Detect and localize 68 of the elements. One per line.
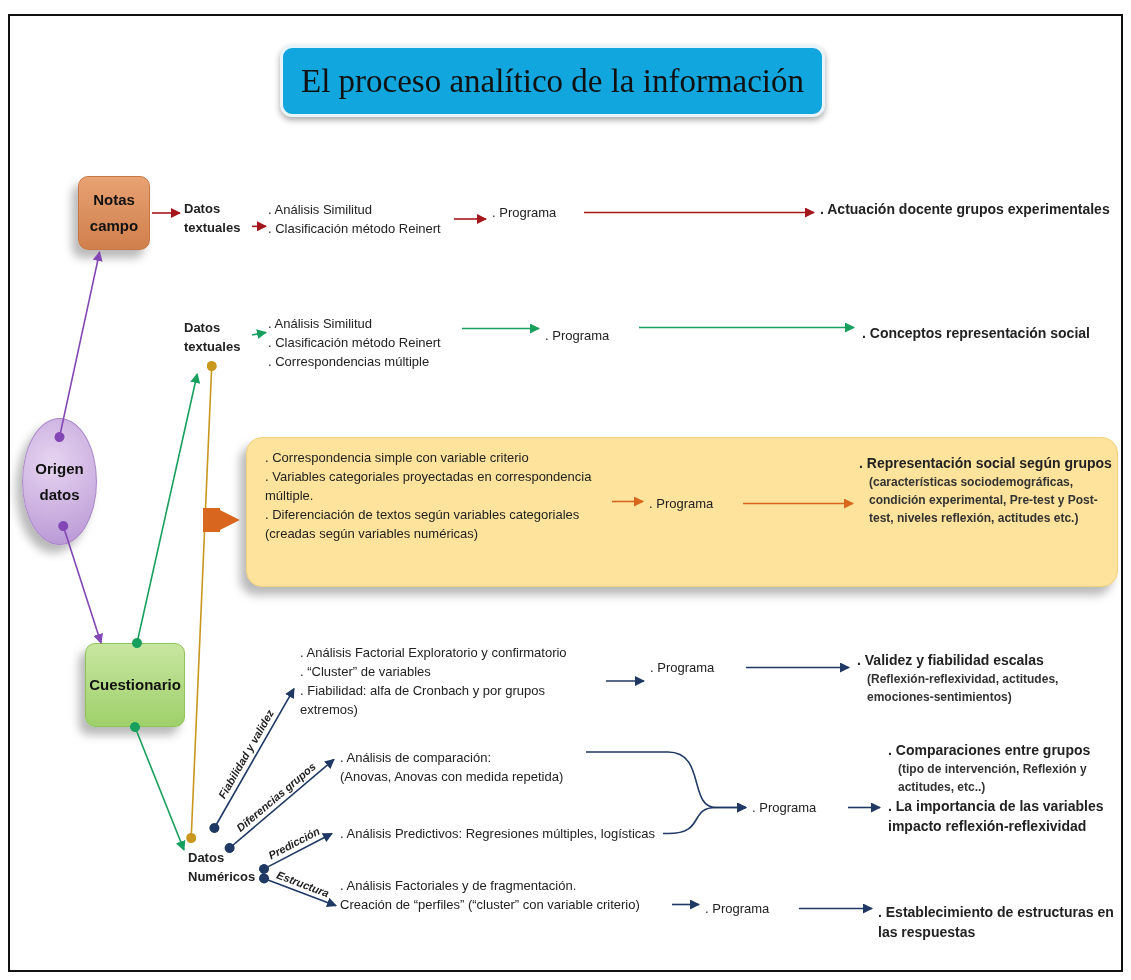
step-text: (Anovas, Anovas con medida repetida) bbox=[340, 768, 565, 786]
questionnaire-box bbox=[85, 643, 185, 727]
result-note: (tipo de intervención, Reflexión y actitudes, etc..) bbox=[897, 761, 1088, 796]
highlight-panel bbox=[246, 437, 1118, 587]
step-text: . Clasificación método Reinert bbox=[268, 220, 442, 238]
result-text: . Establecimiento de estructuras en las respuestas bbox=[878, 903, 1115, 942]
node-label: Origen datos bbox=[34, 458, 85, 505]
step-text: . Análisis Similitud bbox=[268, 201, 374, 219]
arrow bbox=[461, 323, 540, 334]
result-text: . Conceptos representación social bbox=[862, 324, 1091, 343]
title-banner: El proceso analítico de la información bbox=[280, 45, 825, 117]
arrow bbox=[209, 687, 295, 833]
origin-ellipse bbox=[22, 418, 97, 545]
result-text: . Comparaciones entre grupos bbox=[888, 741, 1092, 760]
arrow bbox=[132, 373, 201, 648]
step-text: . Correspondencias múltiple bbox=[268, 353, 431, 371]
arrow bbox=[662, 802, 747, 835]
arrow bbox=[151, 208, 181, 218]
arrow bbox=[453, 214, 487, 224]
result-text: . Validez y fiabilidad escalas bbox=[857, 651, 1045, 670]
step-text: . Programa bbox=[752, 799, 818, 817]
result-text: . Actuación docente grupos experimentales bbox=[820, 200, 1111, 219]
arrow bbox=[251, 329, 267, 339]
step-text: . Correspondencia simple con variable criterio bbox=[265, 449, 530, 467]
step-text: . Clasificación método Reinert bbox=[268, 334, 442, 352]
arrow bbox=[671, 899, 700, 910]
step-text: . Programa bbox=[649, 495, 715, 513]
step-text: . Programa bbox=[545, 327, 611, 345]
step-text: . Análisis Similitud bbox=[268, 315, 374, 333]
node-label: Datos textuales bbox=[184, 319, 242, 356]
step-text: . Análisis de comparación: bbox=[340, 749, 493, 767]
arrow bbox=[58, 520, 103, 644]
arrow bbox=[605, 676, 645, 686]
step-text: . Programa bbox=[650, 659, 716, 677]
arrow bbox=[742, 498, 854, 509]
result-text: . Representación social según grupos bbox=[859, 454, 1113, 473]
arrow bbox=[54, 251, 103, 443]
arrow bbox=[638, 322, 855, 333]
step-text: . Análisis Factorial Exploratorio y confirmatorio bbox=[300, 644, 568, 662]
node-label: Datos Numéricos bbox=[188, 849, 257, 886]
step-text: . Análisis Factoriales y de fragmentación. bbox=[340, 877, 578, 895]
arrow bbox=[745, 662, 850, 673]
notes-box bbox=[78, 176, 150, 250]
result-text: . La importancia de las variables impacto reflexión-reflexividad bbox=[888, 797, 1105, 836]
connector-line bbox=[186, 361, 217, 843]
arrow bbox=[847, 802, 881, 813]
step-text: . Fiabilidad: alfa de Cronbach y por grupos extremos) bbox=[300, 682, 546, 719]
node-label: Cuestionario bbox=[89, 675, 181, 695]
step-text: . Programa bbox=[492, 204, 558, 222]
block-arrow bbox=[203, 508, 240, 532]
arrow bbox=[583, 207, 815, 218]
arrow bbox=[251, 221, 267, 232]
arrow bbox=[259, 873, 337, 908]
step-text: Creación de “perfiles” (“cluster” con variable criterio) bbox=[340, 896, 641, 914]
arrow bbox=[259, 832, 333, 874]
step-text: . Programa bbox=[705, 900, 771, 918]
arrow bbox=[611, 496, 644, 507]
result-note: (Reflexión-reflexividad, actitudes, emociones-sentimientos) bbox=[866, 671, 1060, 706]
arrow bbox=[224, 758, 335, 853]
result-note: (características sociodemográficas, condición experimental, Pre-test y Post-test, niveles reflexión, actitudes etc.) bbox=[868, 474, 1099, 527]
node-label: Notas campo bbox=[88, 190, 140, 236]
arrow bbox=[798, 903, 873, 914]
step-text: . Diferenciación de textos según variables categoriales (creadas según variables numéricas) bbox=[265, 506, 581, 543]
node-label: Datos textuales bbox=[184, 200, 242, 237]
step-text: . “Cluster” de variables bbox=[300, 663, 432, 681]
arrow bbox=[130, 722, 186, 851]
step-text: . Análisis Predictivos: Regresiones múltiples, logísticas bbox=[340, 825, 657, 843]
step-text: . Variables categoriales proyectadas en correspondencia múltiple. bbox=[265, 468, 593, 505]
